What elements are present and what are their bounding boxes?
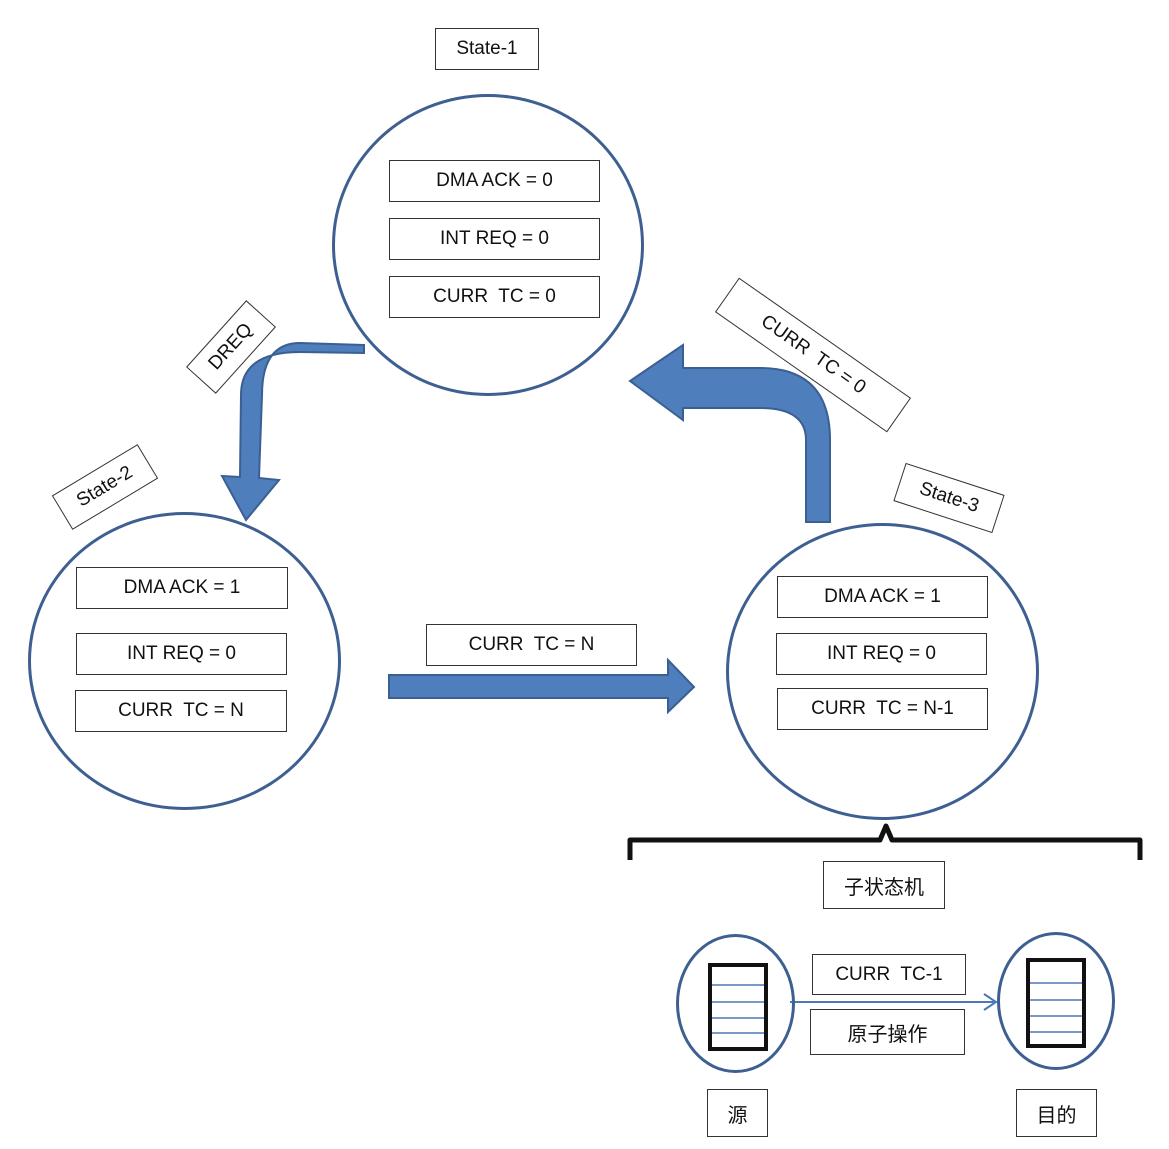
state1-curr-tc: CURR TC = 0 <box>389 276 600 318</box>
state1-circle <box>332 94 644 396</box>
source-label: 源 <box>707 1089 768 1137</box>
state2-circle <box>28 512 341 810</box>
state3-curr-tc: CURR TC = N-1 <box>777 688 988 730</box>
state2-int-req: INT REQ = 0 <box>76 633 287 675</box>
forward-arrow <box>388 657 696 715</box>
state1-dma-ack: DMA ACK = 0 <box>389 160 600 202</box>
sub-state-brace <box>627 823 1143 860</box>
dreq-arrow <box>220 341 365 522</box>
destination-label: 目的 <box>1016 1089 1097 1137</box>
state2-curr-tc: CURR TC = N <box>75 690 287 732</box>
state1-int-req: INT REQ = 0 <box>389 218 600 260</box>
state3-circle <box>726 523 1039 820</box>
destination-circle <box>997 932 1115 1070</box>
transfer-arrow <box>790 993 998 1011</box>
state3-int-req: INT REQ = 0 <box>776 633 987 675</box>
atomic-op-label: 原子操作 <box>810 1009 965 1055</box>
to-state3-label: CURR TC = N <box>426 624 637 666</box>
sub-state-machine-title: 子状态机 <box>823 861 945 909</box>
atomic-op-tc-label: CURR TC-1 <box>812 954 966 995</box>
state1-label: State-1 <box>435 28 539 70</box>
state2-dma-ack: DMA ACK = 1 <box>76 567 288 609</box>
return-arrow <box>628 343 831 523</box>
state3-dma-ack: DMA ACK = 1 <box>777 576 988 618</box>
source-circle <box>676 934 795 1073</box>
